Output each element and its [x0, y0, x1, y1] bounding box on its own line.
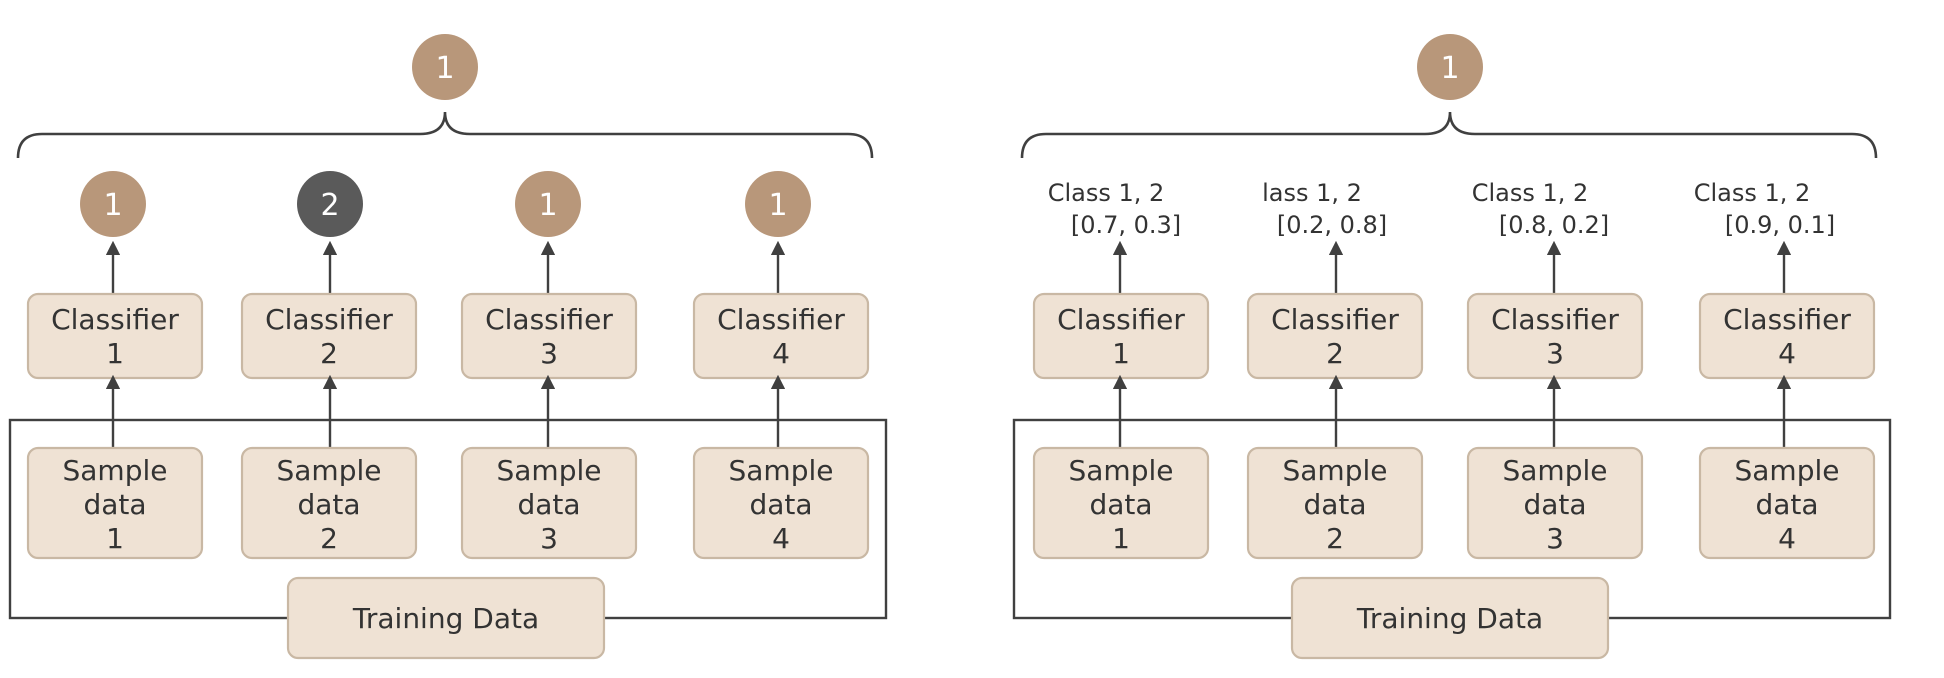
probabilities: [0.7, 0.3] [1071, 211, 1181, 239]
training-data-label: Training Data [352, 602, 539, 635]
class-probability-output: Class 1, 2 [0.8, 0.2] [1472, 179, 1609, 239]
training-data-box: Training Data [286, 576, 606, 660]
classifier-label: Classifier [1723, 303, 1851, 336]
final-vote-badge: 1 [1417, 34, 1483, 100]
sample-label: Sample [497, 454, 602, 487]
classifier-box: Classifier 2 [240, 292, 418, 380]
sample-number: 4 [1778, 522, 1796, 555]
class-names: Class 1, 2 [1048, 179, 1165, 207]
vote-badge: 1 [745, 171, 811, 237]
class-probability-output: Class 1, 2 [0.7, 0.3] [1048, 179, 1181, 239]
sample-number: 3 [540, 522, 558, 555]
classifier-label: Classifier [265, 303, 393, 336]
class-names: Class 1, 2 [1472, 179, 1589, 207]
classifier-number: 1 [106, 337, 124, 370]
sample-data-box: Sample data 3 [1466, 446, 1644, 560]
classifier-box: Classifier 1 [1032, 292, 1210, 380]
sample-label: Sample [729, 454, 834, 487]
vote-badge: 2 [297, 171, 363, 237]
classifier-number: 3 [540, 337, 558, 370]
sample-data-box: Sample data 2 [1246, 446, 1424, 560]
classifier-number: 2 [320, 337, 338, 370]
sample-label: Sample [1283, 454, 1388, 487]
classifier-number: 4 [772, 337, 790, 370]
sample-label: data [749, 488, 812, 521]
sample-label: Sample [63, 454, 168, 487]
classifier-label: Classifier [485, 303, 613, 336]
sample-label: data [1303, 488, 1366, 521]
final-vote-badge: 1 [412, 34, 478, 100]
sample-label: Sample [1503, 454, 1608, 487]
probabilities: [0.2, 0.8] [1277, 211, 1387, 239]
sample-label: Sample [277, 454, 382, 487]
sample-number: 1 [106, 522, 124, 555]
sample-number: 1 [1112, 522, 1130, 555]
vote-label: 1 [538, 188, 557, 223]
probabilities: [0.8, 0.2] [1499, 211, 1609, 239]
class-names: Class 1, 2 [1694, 179, 1811, 207]
aggregation-brace [1020, 111, 1878, 159]
aggregation-brace [16, 111, 874, 159]
sample-number: 2 [1326, 522, 1344, 555]
class-probability-output: lass 1, 2 [0.2, 0.8] [1262, 179, 1387, 239]
sample-label: data [1755, 488, 1818, 521]
classifier-label: Classifier [1491, 303, 1619, 336]
classifier-number: 4 [1778, 337, 1796, 370]
classifier-box: Classifier 3 [460, 292, 638, 380]
classifier-number: 2 [1326, 337, 1344, 370]
sample-data-box: Sample data 1 [26, 446, 204, 560]
classifier-box: Classifier 3 [1466, 292, 1644, 380]
training-data-box: Training Data [1290, 576, 1610, 660]
classifier-box: Classifier 2 [1246, 292, 1424, 380]
vote-label: 1 [103, 188, 122, 223]
sample-number: 4 [772, 522, 790, 555]
sample-data-box: Sample data 1 [1032, 446, 1210, 560]
classifier-box: Classifier 1 [26, 292, 204, 380]
vote-badge: 1 [80, 171, 146, 237]
classifier-label: Classifier [51, 303, 179, 336]
classifier-label: Classifier [1271, 303, 1399, 336]
vote-label: 1 [768, 188, 787, 223]
sample-label: data [1089, 488, 1152, 521]
classifier-box: Classifier 4 [1698, 292, 1876, 380]
classifier-number: 3 [1546, 337, 1564, 370]
sample-label: Sample [1735, 454, 1840, 487]
sample-data-box: Sample data 3 [460, 446, 638, 560]
sample-number: 2 [320, 522, 338, 555]
sample-data-box: Sample data 4 [692, 446, 870, 560]
sample-number: 3 [1546, 522, 1564, 555]
vote-label: 2 [320, 188, 339, 223]
classifier-label: Classifier [1057, 303, 1185, 336]
soft-voting-panel: 1 Class 1, 2 [0.7, 0.3] lass 1, 2 [0.2, … [1012, 34, 1892, 660]
sample-label: data [83, 488, 146, 521]
classifier-label: Classifier [717, 303, 845, 336]
classifier-number: 1 [1112, 337, 1130, 370]
class-probability-output: Class 1, 2 [0.9, 0.1] [1694, 179, 1835, 239]
training-data-label: Training Data [1356, 602, 1543, 635]
hard-voting-panel: 1 1 2 1 1 Classifier 1 [8, 34, 888, 660]
sample-label: data [517, 488, 580, 521]
classifier-box: Classifier 4 [692, 292, 870, 380]
final-vote-label: 1 [1440, 51, 1459, 86]
sample-data-box: Sample data 4 [1698, 446, 1876, 560]
class-names: lass 1, 2 [1262, 179, 1362, 207]
sample-label: data [297, 488, 360, 521]
vote-badge: 1 [515, 171, 581, 237]
final-vote-label: 1 [435, 51, 454, 86]
sample-data-box: Sample data 2 [240, 446, 418, 560]
sample-label: data [1523, 488, 1586, 521]
sample-label: Sample [1069, 454, 1174, 487]
probabilities: [0.9, 0.1] [1725, 211, 1835, 239]
